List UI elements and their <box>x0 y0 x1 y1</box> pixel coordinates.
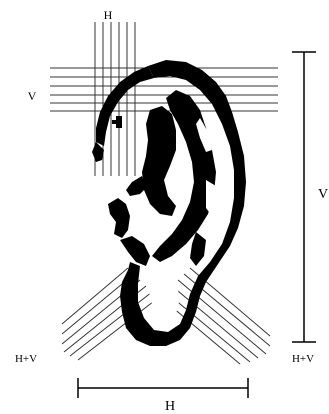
ear-drawing <box>92 60 246 346</box>
label-right-hv: H+V <box>292 353 314 365</box>
label-top-h: H <box>104 8 113 22</box>
label-left-hv: H+V <box>15 353 37 365</box>
label-left-v: V <box>28 89 37 103</box>
right-vertical-dimension <box>292 52 316 342</box>
bottom-horizontal-dimension <box>78 378 248 398</box>
label-right-v: V <box>318 187 328 202</box>
diagonal-projection-lines-left <box>62 268 158 360</box>
label-bottom-h: H <box>165 399 175 414</box>
diagonal-projection-lines-right <box>166 268 270 364</box>
